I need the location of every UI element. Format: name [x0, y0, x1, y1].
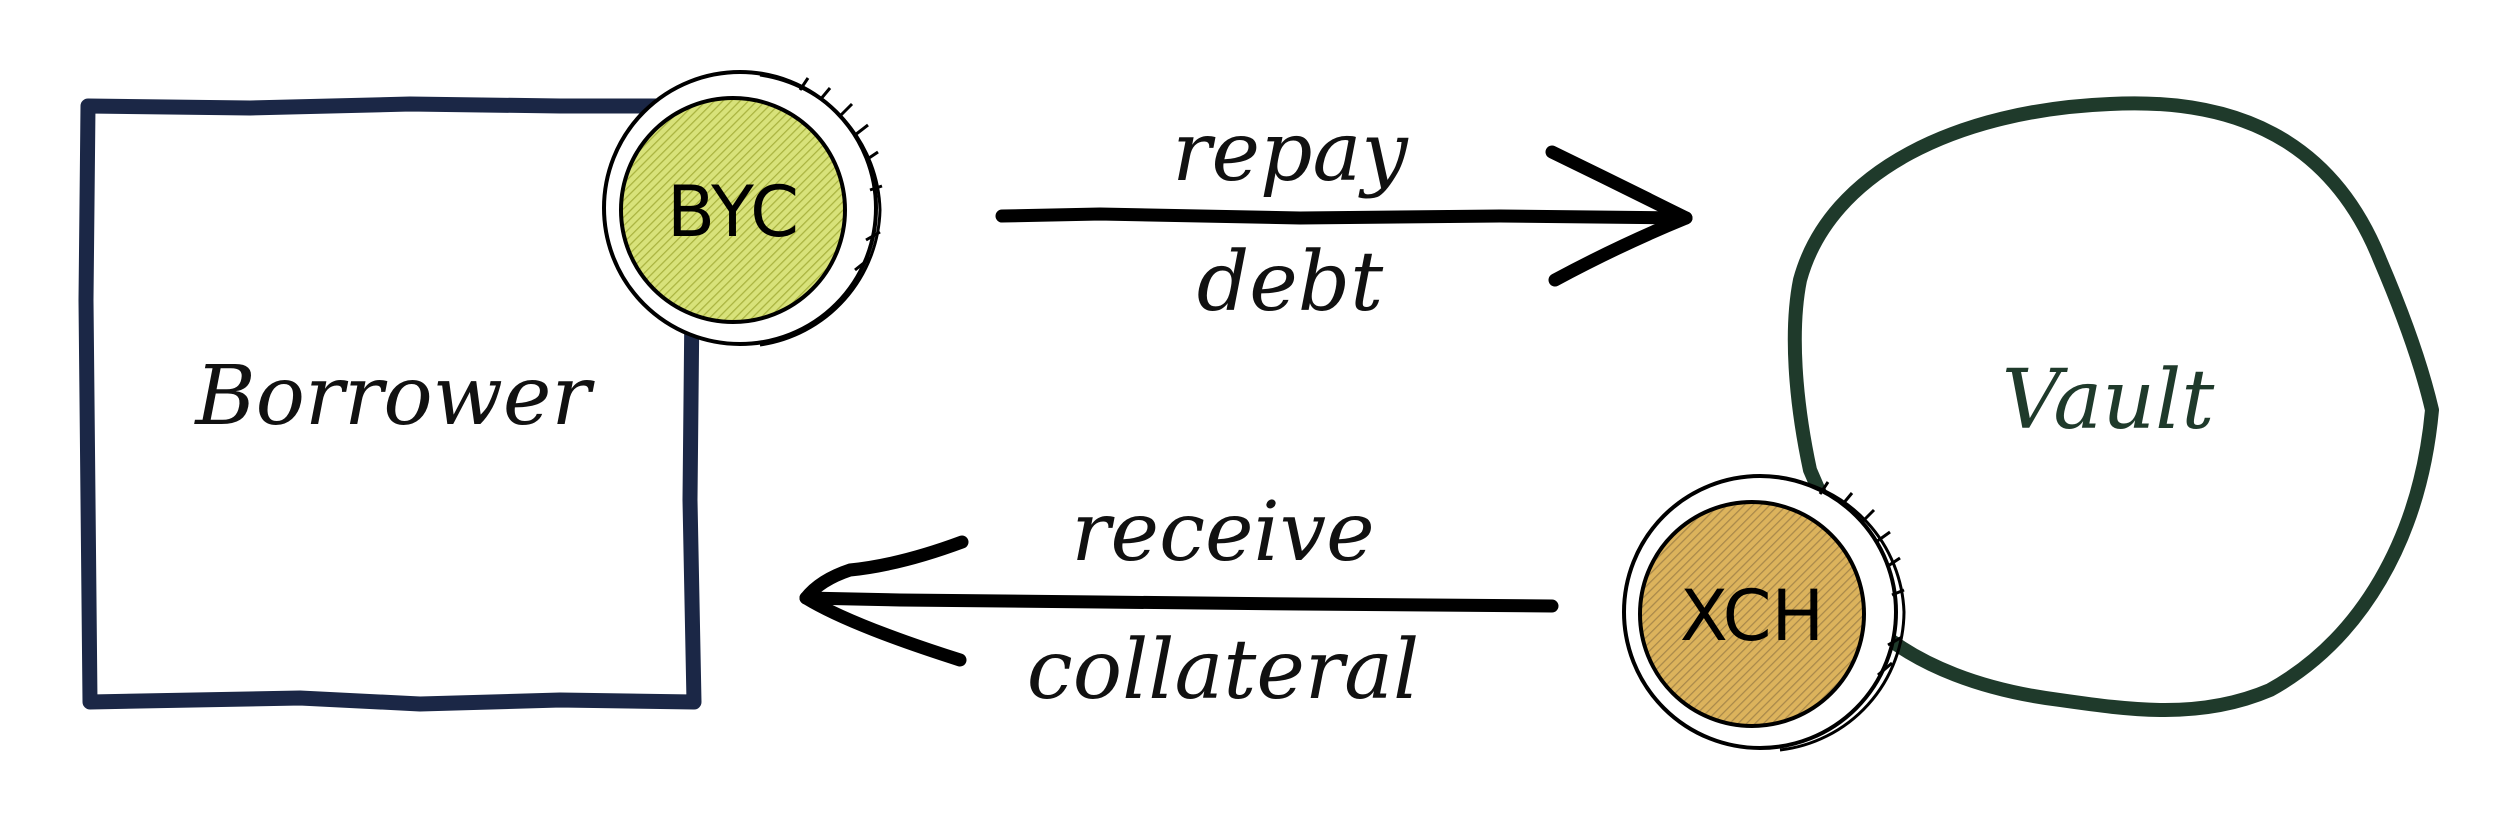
debt-label: debt: [1197, 235, 1385, 330]
xch-coin: XCH: [1622, 474, 1906, 752]
receive-label: receive: [1071, 485, 1374, 580]
byc-coin: BYC: [602, 70, 883, 347]
borrower-label: Borrower: [193, 349, 595, 444]
byc-label: BYC: [667, 171, 799, 253]
vault-label: Vault: [2002, 353, 2216, 448]
repay-label: repay: [1172, 105, 1409, 200]
vault-shape: Vault: [1787, 96, 2439, 717]
borrower-box: Borrower: [78, 96, 702, 712]
repay-arrow: repay debt: [995, 105, 1693, 330]
collateral-label: collateral: [1027, 623, 1419, 718]
xch-label: XCH: [1680, 575, 1824, 657]
receive-arrow: receive collateral: [799, 485, 1559, 718]
